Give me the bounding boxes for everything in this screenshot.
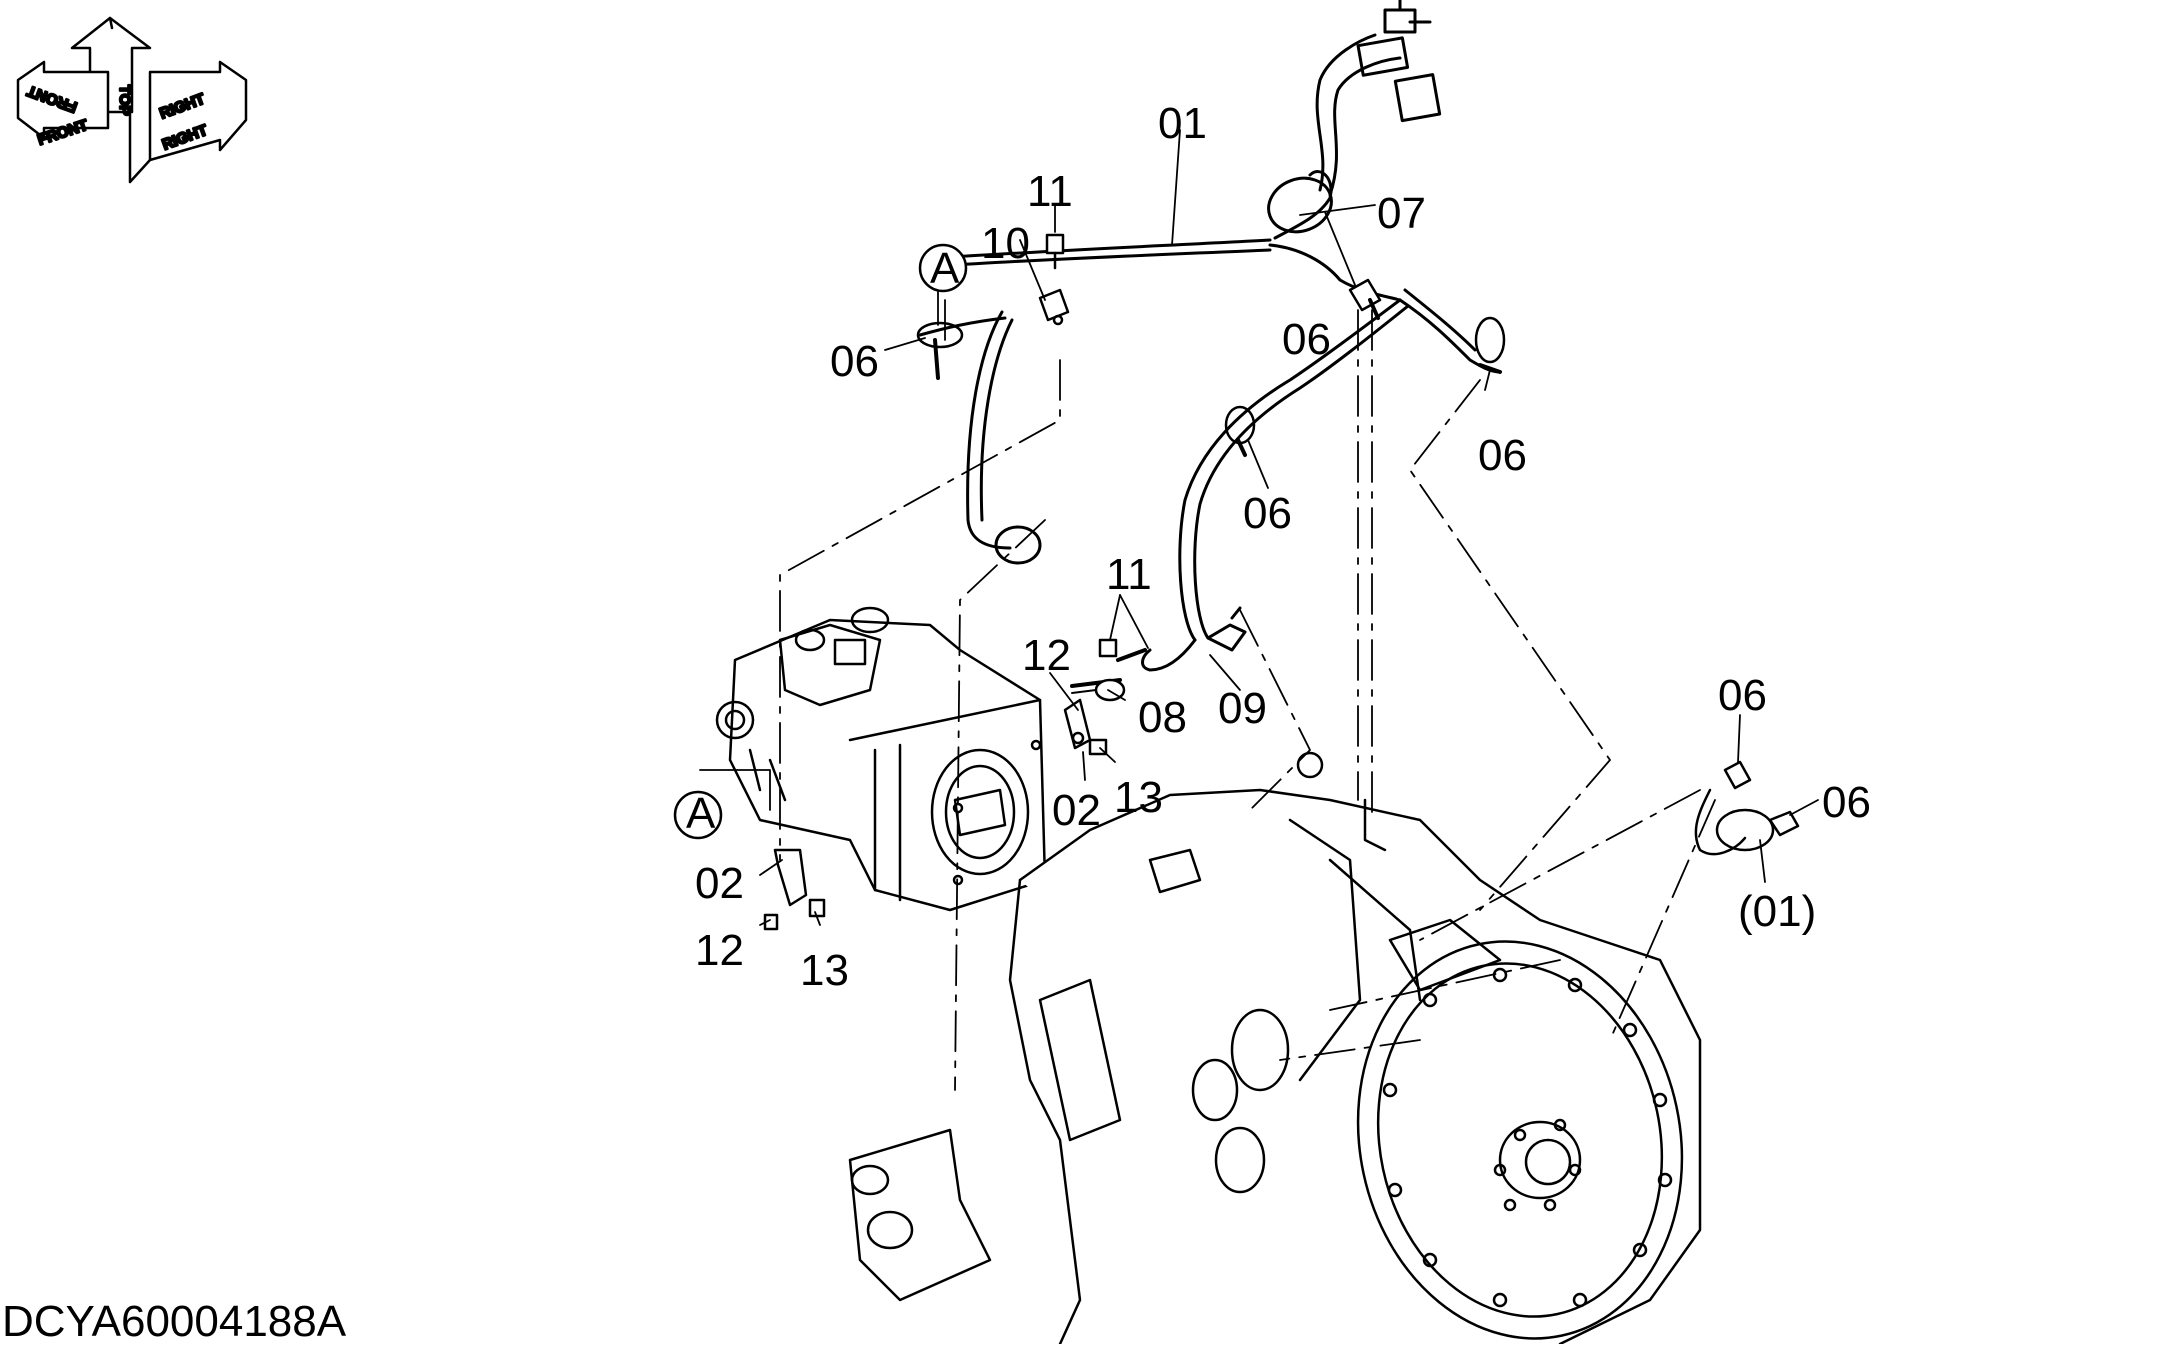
callout-06-sub-upper: 06 bbox=[1718, 671, 1767, 720]
document-id: DCYA60004188A bbox=[2, 1297, 347, 1344]
callout-01-parenthetical: (01) bbox=[1738, 887, 1816, 936]
callout-11-middle: 11 bbox=[1106, 550, 1152, 599]
callout-01: 01 bbox=[1158, 99, 1207, 148]
harness-main bbox=[918, 0, 1502, 672]
callout-13-middle: 13 bbox=[1114, 773, 1163, 822]
callout-09: 09 bbox=[1218, 684, 1267, 733]
callout-10: 10 bbox=[981, 219, 1030, 268]
callout-06-mid: 06 bbox=[1243, 489, 1292, 538]
orientation-top-text: TOP bbox=[116, 85, 133, 116]
transmission-housing bbox=[848, 751, 1702, 1346]
clamp-06-left bbox=[916, 321, 964, 380]
clamp-06-mid bbox=[1224, 405, 1256, 457]
callout-a-bottom: A bbox=[686, 789, 716, 838]
callout-08: 08 bbox=[1138, 693, 1187, 742]
callout-06-right: 06 bbox=[1478, 431, 1527, 480]
callout-07: 07 bbox=[1377, 189, 1426, 238]
callout-02-left: 02 bbox=[695, 859, 744, 908]
callout-12-middle: 12 bbox=[1022, 631, 1071, 680]
callout-11-top: 11 bbox=[1027, 167, 1073, 216]
callout-labels: 01 07 11 10 A 06 06 06 06 11 12 08 09 02… bbox=[686, 99, 1871, 995]
hydraulic-pump bbox=[715, 606, 1047, 912]
callout-06-left: 06 bbox=[830, 337, 879, 386]
callout-a-top: A bbox=[930, 244, 960, 293]
clamp-06-upper-right bbox=[1348, 278, 1382, 320]
clamp-10 bbox=[1038, 288, 1070, 326]
callout-12-left: 12 bbox=[695, 926, 744, 975]
callout-02-middle: 02 bbox=[1052, 786, 1101, 835]
bolt-11-top bbox=[1045, 233, 1065, 270]
orientation-icon: FRONT FRONT TOP RIGHT RIGHT bbox=[16, 16, 248, 184]
bracket-assembly-left bbox=[763, 848, 826, 931]
bracket-assembly-middle bbox=[1063, 638, 1147, 756]
callout-06-sub-right: 06 bbox=[1822, 778, 1871, 827]
clamp-06-right bbox=[1474, 316, 1506, 374]
callout-06-upper-mid: 06 bbox=[1282, 315, 1331, 364]
callout-13-left: 13 bbox=[800, 946, 849, 995]
detail-marker-a-bottom bbox=[673, 790, 723, 840]
leader-lines bbox=[699, 129, 1819, 1091]
harness-sub-01 bbox=[1694, 760, 1800, 856]
detail-marker-a-top bbox=[918, 243, 968, 293]
